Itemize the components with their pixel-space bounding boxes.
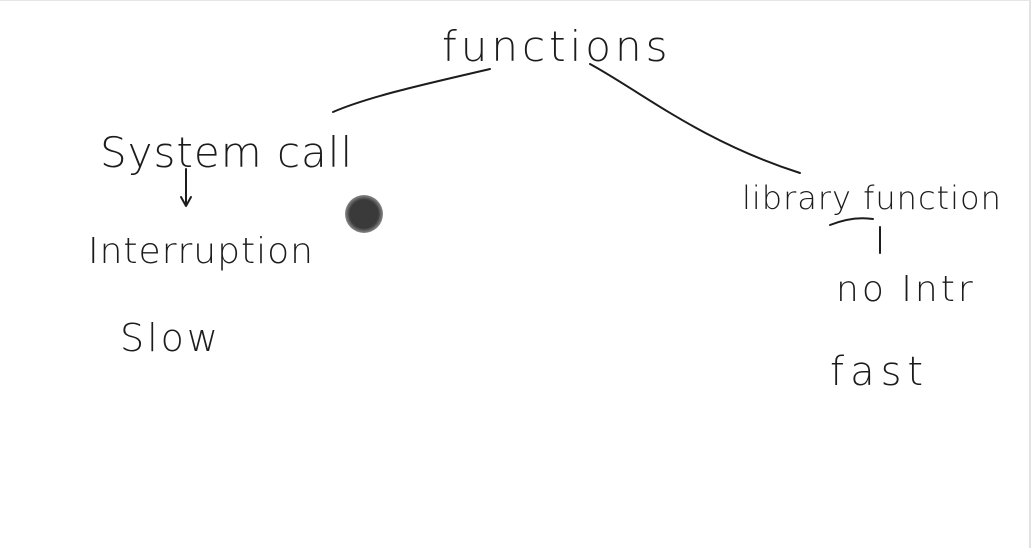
branch-line-left [332,68,491,113]
right-branch-title: library function [742,179,1002,217]
branch-line-right [589,63,801,174]
underline-library [829,217,874,226]
left-note-interruption: Interruption [88,231,314,272]
right-note-no-intr: no Intr [836,269,976,310]
right-note-fast: fast [830,349,929,395]
left-note-slow: Slow [120,316,221,360]
arrow-down-left [180,168,192,207]
left-branch-title: System call [100,128,353,177]
root-label: functions [442,22,671,71]
pointer-cursor-icon [345,195,383,233]
